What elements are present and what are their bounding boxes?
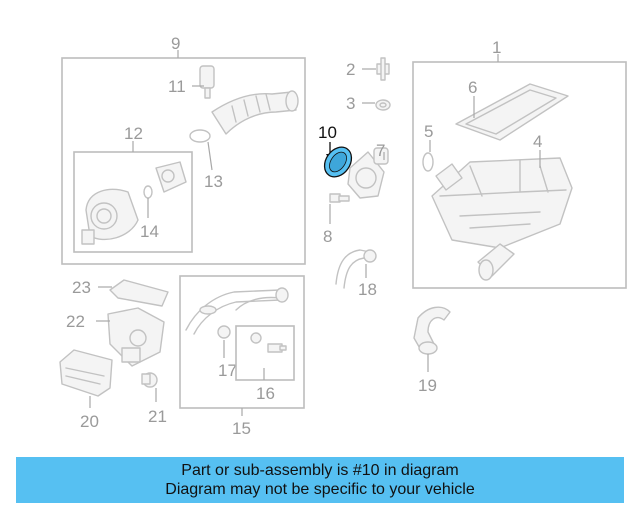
label-2: 2 xyxy=(346,60,355,79)
label-8: 8 xyxy=(323,227,332,246)
label-10: 10 xyxy=(318,123,337,142)
part-3-washer xyxy=(362,99,391,111)
part-8-bolt xyxy=(329,193,350,224)
label-18: 18 xyxy=(358,280,377,299)
label-16: 16 xyxy=(256,384,275,403)
part-21-bolt xyxy=(141,372,158,402)
label-12: 12 xyxy=(124,124,143,143)
part-18-breather-hose xyxy=(335,249,377,289)
label-9: 9 xyxy=(171,34,180,53)
part-2-bolt xyxy=(362,57,390,81)
banner-line-1: Part or sub-assembly is #10 in diagram xyxy=(181,462,459,479)
label-22: 22 xyxy=(66,312,85,331)
group-1-frame xyxy=(412,61,627,289)
label-14: 14 xyxy=(140,222,159,241)
part-6-filter-element xyxy=(455,83,569,141)
part-17-clip xyxy=(217,325,231,358)
label-7: 7 xyxy=(376,141,385,160)
part-10-clamp xyxy=(323,146,353,178)
label-15: 15 xyxy=(232,419,251,438)
part-20-duct xyxy=(59,349,113,408)
group-9-frame xyxy=(61,57,306,265)
intake-duct-hose xyxy=(211,90,299,135)
part-19-air-duct xyxy=(413,306,451,372)
part-7-airflow-sensor xyxy=(347,147,389,199)
group-16-frame xyxy=(235,325,295,381)
label-1: 1 xyxy=(492,38,501,57)
label-4: 4 xyxy=(533,132,542,151)
label-19: 19 xyxy=(418,376,437,395)
label-13: 13 xyxy=(204,172,223,191)
part-5-seal xyxy=(422,140,434,172)
label-6: 6 xyxy=(468,78,477,97)
part-11-connector xyxy=(192,65,215,99)
label-23: 23 xyxy=(72,278,91,297)
part-15-hose xyxy=(185,287,289,335)
label-11: 11 xyxy=(168,77,186,96)
part-14-gasket xyxy=(143,185,153,218)
part-4-air-cleaner-case xyxy=(431,150,573,281)
part-16-bolts xyxy=(250,332,287,380)
parts-diagram: 9 11 13 12 14 2 xyxy=(59,34,627,438)
label-17: 17 xyxy=(218,361,237,380)
info-banner: Part or sub-assembly is #10 in diagram D… xyxy=(16,457,624,503)
part-23-cover xyxy=(98,279,169,307)
part-12-throttle-body xyxy=(81,161,187,245)
label-20: 20 xyxy=(80,412,99,431)
label-5: 5 xyxy=(424,122,433,141)
label-3: 3 xyxy=(346,94,355,113)
part-22-resonator xyxy=(96,307,165,367)
label-21: 21 xyxy=(148,407,167,426)
part-13-seal xyxy=(189,129,213,171)
banner-line-2: Diagram may not be specific to your vehi… xyxy=(165,481,475,498)
